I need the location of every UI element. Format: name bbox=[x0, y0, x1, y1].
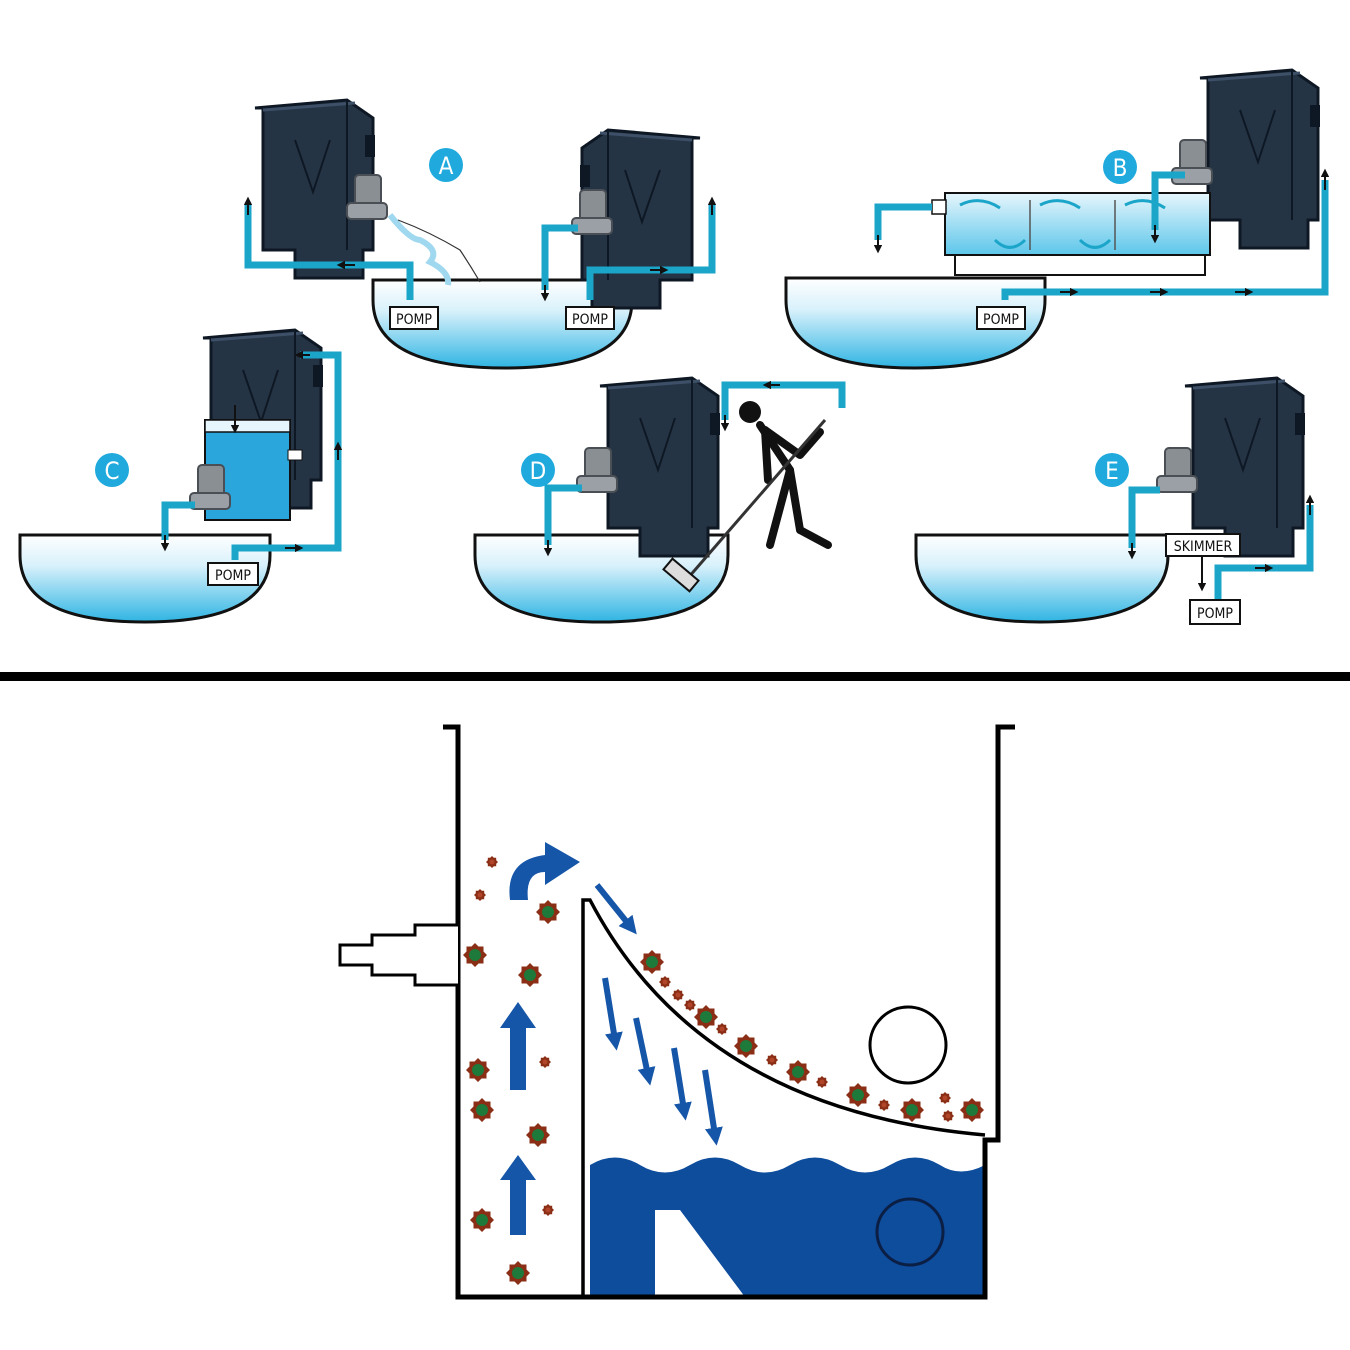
badge-e bbox=[1095, 453, 1129, 487]
pump-e bbox=[1189, 599, 1241, 625]
pipe-c bbox=[161, 351, 342, 560]
pump-label-a-right: POMP bbox=[572, 312, 608, 328]
brush-icon bbox=[662, 419, 827, 593]
panel-b: B POMP bbox=[784, 68, 1330, 370]
outlet-port-circle bbox=[875, 1197, 945, 1267]
pipe-fitting-c-icon bbox=[189, 464, 231, 510]
label-d: D bbox=[530, 457, 547, 485]
person-cleaning-icon bbox=[739, 401, 832, 549]
pump-label-b: POMP bbox=[983, 312, 1019, 328]
divider bbox=[0, 672, 1350, 681]
pipe-d bbox=[544, 381, 846, 545]
pump-label-e: POMP bbox=[1197, 606, 1233, 622]
pump-b bbox=[976, 306, 1026, 330]
pond-c bbox=[18, 533, 272, 624]
badge-c bbox=[95, 453, 129, 487]
label-c: C bbox=[104, 457, 119, 485]
tank-outline bbox=[443, 724, 1015, 1300]
badge-b bbox=[1103, 150, 1137, 184]
flow-arrows bbox=[500, 842, 580, 1235]
panel-d: D bbox=[473, 376, 846, 624]
section-water bbox=[590, 1157, 985, 1297]
panel-e: E SKIMMER POMP bbox=[914, 376, 1315, 625]
pond-e bbox=[914, 533, 1170, 624]
settling-tank-b bbox=[931, 192, 1211, 276]
pump-label-c: POMP bbox=[215, 568, 251, 584]
pipe-fitting-d-icon bbox=[576, 447, 618, 493]
filter-box-d-icon bbox=[598, 376, 722, 558]
pump-label-a-left: POMP bbox=[396, 312, 432, 328]
inlet-pipe bbox=[338, 923, 458, 987]
skimmer-box bbox=[1165, 533, 1241, 557]
panel-c: C POMP bbox=[18, 328, 343, 624]
filter-cross-section bbox=[338, 724, 1015, 1300]
filter-box-b-icon bbox=[1198, 68, 1322, 250]
baffle bbox=[581, 898, 986, 1297]
filter-box-e-icon bbox=[1183, 376, 1307, 558]
badge-d bbox=[521, 453, 555, 487]
badge-a bbox=[429, 148, 463, 182]
pond-b bbox=[784, 276, 1047, 370]
pump-c bbox=[207, 562, 259, 586]
skimmer-label: SKIMMER bbox=[1174, 539, 1233, 555]
label-b: B bbox=[1113, 154, 1128, 182]
label-e: E bbox=[1105, 457, 1119, 485]
pump-a-right bbox=[565, 306, 615, 330]
top-port-circle bbox=[868, 1005, 948, 1085]
panel-a: A POMP POMP bbox=[243, 98, 717, 370]
label-a: A bbox=[439, 152, 454, 180]
pump-a-left bbox=[389, 306, 439, 330]
down-arrows bbox=[594, 883, 723, 1146]
pond-a bbox=[371, 278, 634, 370]
pipe-fitting-e-icon bbox=[1156, 447, 1198, 493]
